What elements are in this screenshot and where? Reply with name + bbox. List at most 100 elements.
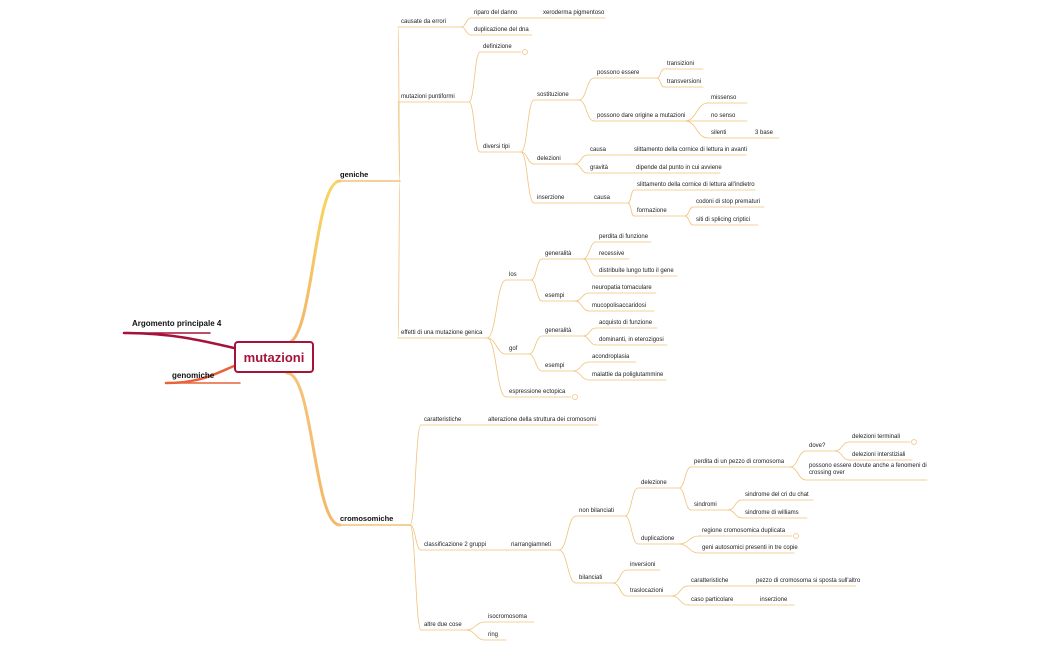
node-sindrome-del-cri-du-chat[interactable]: sindrome del cri du chat <box>745 492 809 498</box>
node-recessive[interactable]: recessive <box>599 251 625 257</box>
connector-mutazioni-puntiformi <box>397 101 401 182</box>
node-dominanti-in-eterozigosi[interactable]: dominanti, in eterozigosi <box>599 337 664 343</box>
node-cromosomiche[interactable]: cromosomiche <box>340 514 394 523</box>
connector-traslocazioni <box>612 582 628 597</box>
node-traslocazioni[interactable]: traslocazioni <box>630 588 664 594</box>
node-slittamento-della-cornice-di-lettura-in-avanti[interactable]: slittamento della cornice di lettura in … <box>634 147 748 153</box>
connector-duplicazione-del-dna <box>460 26 472 36</box>
node-acondroplasia[interactable]: acondroplasia <box>592 354 630 360</box>
node-causa[interactable]: causa <box>590 147 607 153</box>
node-alterazione-della-struttura-dei-cromosomi[interactable]: alterazione della struttura dei cromosom… <box>488 417 597 423</box>
node-silenti[interactable]: silenti <box>711 130 727 136</box>
node-delezioni[interactable]: delezioni <box>537 156 561 162</box>
side-topic-genomiche[interactable]: genomiche <box>172 371 215 380</box>
node-malattie-da-poliglutammine[interactable]: malattie da poliglutammine <box>592 372 664 378</box>
node-acquisto-di-funzione[interactable]: acquisto di funzione <box>599 320 653 326</box>
node-xeroderma-pigmentoso[interactable]: xeroderma pigmentoso <box>543 10 605 16</box>
node-neuropatia-tomaculare[interactable]: neuropatia tomaculare <box>592 285 652 291</box>
node-caratteristiche[interactable]: caratteristiche <box>424 417 462 423</box>
node-isocromosoma[interactable]: isocromosoma <box>488 614 528 620</box>
node-effetti-di-una-mutazione-genica[interactable]: effetti di una mutazione genica <box>401 330 483 336</box>
node-classificazione-2-gruppi[interactable]: classificazione 2 gruppi <box>424 542 487 548</box>
node-generalita[interactable]: generalità <box>545 251 572 257</box>
collapse-circle-icon[interactable] <box>911 439 917 445</box>
node-possono-essere[interactable]: possono essere <box>597 70 640 76</box>
node-sindrome-di-williams[interactable]: sindrome di williams <box>745 510 799 516</box>
node-missenso[interactable]: missenso <box>711 95 737 101</box>
node-diversi-tipi[interactable]: diversi tipi <box>483 144 510 150</box>
connector-non-bilanciati <box>558 515 577 551</box>
node-3-base[interactable]: 3 base <box>755 130 774 136</box>
connector-gravita <box>574 163 588 174</box>
node-mutazioni-puntiformi[interactable]: mutazioni puntiformi <box>401 94 455 100</box>
node-geniche[interactable]: geniche <box>340 170 369 179</box>
connector-espressione-ectopica <box>486 337 507 398</box>
node-altre-due-cose[interactable]: altre due cose <box>424 622 462 628</box>
collapse-circle-icon[interactable] <box>522 49 528 55</box>
connector-geni-autosomici-presenti-in-tre-copie <box>678 543 700 554</box>
connector-esempi <box>530 279 543 302</box>
node-ring[interactable]: ring <box>488 632 499 638</box>
node-formazione[interactable]: formazione <box>637 208 667 214</box>
node-inserzione[interactable]: inserzione <box>760 597 788 603</box>
node-riparo-del-danno[interactable]: riparo del danno <box>474 10 518 16</box>
branch-connector-cromosomiche <box>285 371 342 527</box>
central-topic[interactable]: mutazioni <box>234 341 314 373</box>
node-delezioni-terminali[interactable]: delezioni terminali <box>852 434 901 440</box>
node-esempi[interactable]: esempi <box>545 363 565 369</box>
node-transizioni[interactable]: transizioni <box>667 61 695 67</box>
node-esempi[interactable]: esempi <box>545 293 565 299</box>
connector-ring <box>465 629 486 641</box>
node-no-senso[interactable]: no senso <box>711 113 736 119</box>
node-distribuite-lungo-tutto-il-gene[interactable]: distribuite lungo tutto il gene <box>599 268 674 274</box>
node-sostituzione[interactable]: sostituzione <box>537 92 569 98</box>
node-dove[interactable]: dove? <box>809 443 826 449</box>
node-caratteristiche[interactable]: caratteristiche <box>691 578 729 584</box>
node-gravita[interactable]: gravità <box>590 165 609 171</box>
node-transversioni[interactable]: transversioni <box>667 79 702 85</box>
node-gof[interactable]: gof <box>509 346 518 352</box>
side-topic-argomento[interactable]: Argomento principale 4 <box>132 319 222 328</box>
connector-caratteristiche <box>409 424 422 526</box>
node-los[interactable]: los <box>509 272 517 278</box>
node-generalita[interactable]: generalità <box>545 328 572 334</box>
connector-delezioni-terminali <box>834 441 850 452</box>
node-riarrangiamneti[interactable]: riarrangiamneti <box>511 542 552 548</box>
node-inversioni[interactable]: inversioni <box>630 562 656 568</box>
node-duplicazione-del-dna[interactable]: duplicazione del dna <box>474 27 529 33</box>
connector-causa <box>574 154 588 165</box>
node-dipende-dal-punto-in-cui-avviene[interactable]: dipende dal punto in cui avviene <box>636 165 722 171</box>
connector-missenso <box>684 102 709 122</box>
node-non-bilanciati[interactable]: non bilanciati <box>579 508 615 514</box>
node-perdita-di-funzione[interactable]: perdita di funzione <box>599 234 649 240</box>
node-delezione[interactable]: delezione <box>641 480 667 486</box>
node-bilanciati[interactable]: bilanciati <box>579 575 603 581</box>
node-definizione[interactable]: definizione <box>483 44 512 50</box>
node-causate-da-errori[interactable]: causate da errori <box>401 19 447 25</box>
collapse-circle-icon[interactable] <box>572 394 578 400</box>
node-siti-di-splicing-criptici[interactable]: siti di splicing criptici <box>696 217 751 223</box>
node-caso-particolare[interactable]: caso particolare <box>691 597 734 603</box>
node-pezzo-di-cromosoma-si-sposta-sull-altro[interactable]: pezzo di cromosoma si sposta sull'altro <box>756 578 861 584</box>
node-sindromi[interactable]: sindromi <box>694 502 717 508</box>
node-codoni-di-stop-prematuri[interactable]: codoni di stop prematuri <box>696 199 761 205</box>
node-mucopolisaccaridosi[interactable]: mucopolisaccaridosi <box>592 303 647 309</box>
connector-neuropatia-tomaculare <box>574 292 590 302</box>
connector-mucopolisaccaridosi <box>574 300 590 312</box>
node-causa[interactable]: causa <box>594 195 611 201</box>
node-perdita-di-un-pezzo-di-cromosoma[interactable]: perdita di un pezzo di cromosoma <box>694 459 785 465</box>
node-geni-autosomici-presenti-in-tre-copie[interactable]: geni autosomici presenti in tre copie <box>702 545 798 551</box>
connector-delezioni <box>520 151 535 165</box>
node-duplicazione[interactable]: duplicazione <box>641 536 675 542</box>
node-inserzione[interactable]: inserzione <box>537 195 565 201</box>
connector-generalita <box>528 335 543 355</box>
connector-sindromi <box>678 487 692 511</box>
node-espressione-ectopica[interactable]: espressione ectopica <box>509 389 566 395</box>
node-possono-essere-dovute-anche-a-fenomeni-di-crossing-over[interactable]: possono essere dovute anche a fenomeni d… <box>809 463 927 476</box>
collapse-circle-icon[interactable] <box>793 533 799 539</box>
node-delezioni-interstiziali[interactable]: delezioni interstiziali <box>852 452 906 458</box>
node-slittamento-della-cornice-di-lettura-all-indietro[interactable]: slittamento della cornice di lettura all… <box>637 182 755 188</box>
connector-sindrome-di-williams <box>727 509 743 519</box>
node-regione-cromosomica-duplicata[interactable]: regione cromosomica duplicata <box>702 528 786 534</box>
node-possono-dare-origine-a-mutazioni[interactable]: possono dare origine a mutazioni <box>597 113 686 119</box>
